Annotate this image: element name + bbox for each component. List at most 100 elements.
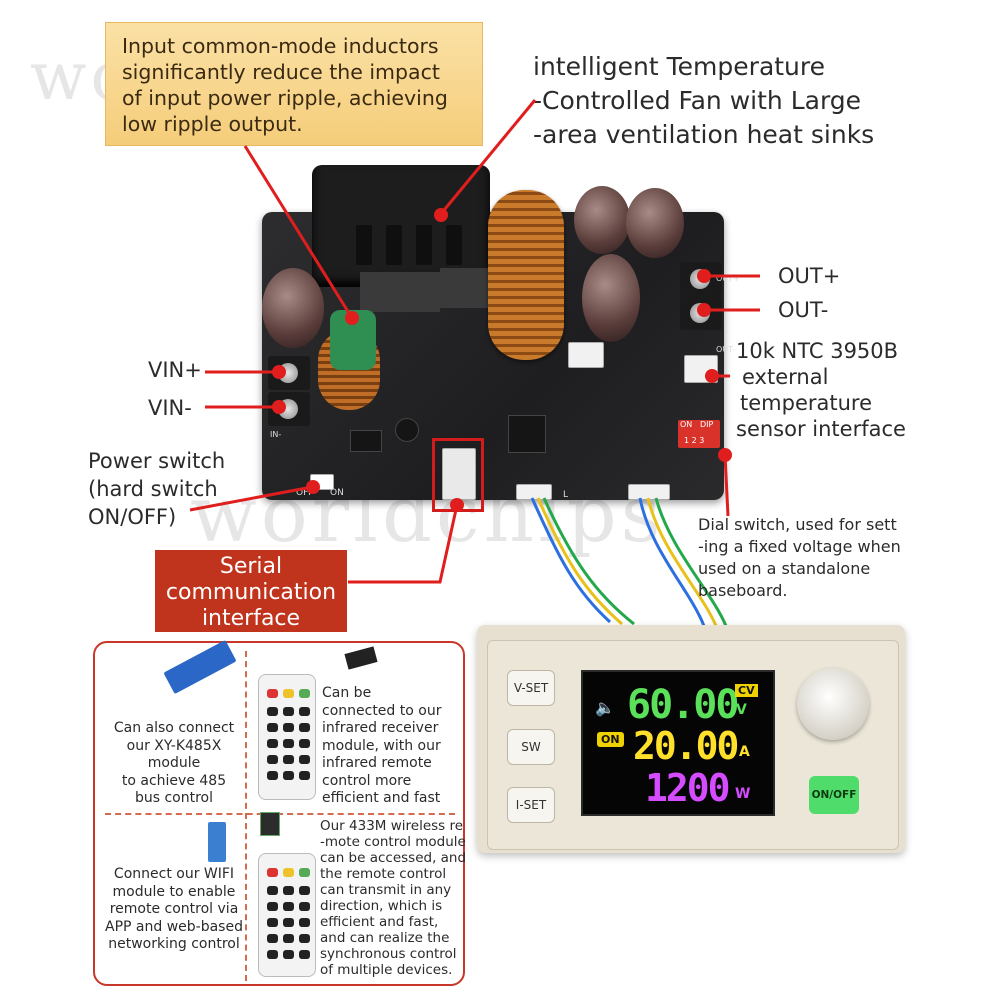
ir-remote-image [258, 674, 316, 800]
fan-fin [386, 225, 402, 265]
k485-line-3: to achieve 485 [121, 772, 227, 789]
k485-text: Can also connect our XY-K485X module to … [100, 720, 248, 808]
dial-switch-line-1: Dial switch, used for sett [698, 515, 897, 534]
dot-vin-plus [272, 365, 286, 379]
dip-label: DIP [700, 420, 714, 429]
power-switch-line-3: ON/OFF) [88, 505, 177, 529]
fan-fin [416, 225, 432, 265]
k485-line-1: Can also connect [113, 720, 235, 736]
inductor-callout-line-1: Input common-mode inductors [122, 34, 439, 58]
v-set-button[interactable]: V-SET [507, 670, 555, 706]
on-label: ON [330, 488, 344, 498]
fan-callout-line-1: intelligent Temperature [533, 52, 826, 81]
dip-numbers: 1 2 3 [684, 436, 705, 445]
capacitor [626, 188, 684, 258]
toroid-inductor [488, 190, 564, 360]
ntc-line-4: sensor interface [736, 417, 906, 441]
sw-button[interactable]: SW [507, 729, 555, 765]
wifi-text: Connect our WIFI module to enable remote… [100, 866, 248, 954]
fan-connector [568, 342, 604, 368]
current-readout: 20.00 [633, 724, 739, 768]
lcd-display: 🔈 60.00 CV V ON 20.00 A 1200 W [581, 670, 775, 816]
dot-out-minus [697, 303, 711, 317]
l-label: L [563, 490, 569, 500]
wireless433-line-10: of multiple devices. [320, 962, 453, 978]
wireless433-line-2: -mote control module [320, 834, 466, 850]
on-badge: ON [597, 732, 624, 747]
wireless433-line-9: synchronous control [320, 946, 457, 962]
infrared-line-2: connected to our [322, 702, 442, 719]
dial-switch-line-2: -ing a fixed voltage when [698, 537, 901, 556]
panel-divider-horizontal [105, 813, 455, 816]
dial-switch-line-4: baseboard. [698, 581, 788, 600]
wifi-module-image [208, 822, 226, 862]
wifi-line-2: module to enable [112, 883, 236, 900]
wireless433-line-1: Our 433M wireless re [320, 818, 464, 834]
fan-fin [356, 225, 372, 265]
ntc-line-3: temperature [740, 391, 872, 415]
serial-line-2: communication [165, 580, 337, 605]
cooling-fan [312, 165, 490, 287]
speaker-icon: 🔈 [595, 698, 615, 717]
out-plus-small: OUT+ [716, 274, 740, 283]
ntc-line-1: 10k NTC 3950B [736, 339, 899, 363]
wireless433-line-8: and can realize the [320, 930, 450, 946]
inductor-callout-line-2: significantly reduce the impact [122, 60, 440, 84]
capacitor [262, 268, 324, 348]
power-readout: 1200 [645, 766, 731, 810]
off-label: OFF [296, 488, 314, 498]
dot-dip [718, 448, 732, 462]
wifi-line-1: Connect our WIFI [113, 866, 235, 882]
vin-plus-label: VIN+ [148, 358, 202, 382]
power-switch-line-2: (hard switch [88, 477, 218, 501]
infrared-line-3: infrared receiver [322, 720, 439, 736]
out-plus-label: OUT+ [778, 264, 841, 288]
dip-switch [678, 420, 720, 448]
k485-line-4: bus control [134, 790, 214, 806]
onoff-button[interactable]: ON/OFF [809, 776, 859, 814]
infrared-text: Can be connected to our infrared receive… [322, 685, 441, 808]
inductor-callout: Input common-mode inductors significantl… [105, 22, 483, 146]
capacitor [574, 186, 630, 254]
433-remote-image [258, 853, 316, 977]
inductor-callout-line-4: low ripple output. [122, 112, 303, 136]
ntc-line-2: external [742, 365, 829, 389]
wireless433-line-4: the remote control [320, 866, 447, 882]
dot-ntc [705, 369, 719, 383]
wireless-433-module-image [260, 812, 280, 836]
dot-serial [450, 498, 464, 512]
dial-switch-label: Dial switch, used for sett -ing a fixed … [698, 514, 901, 602]
wifi-line-3: remote control via [109, 901, 239, 917]
dot-power-switch [306, 480, 320, 494]
dial-switch-line-3: used on a standalone [698, 559, 871, 578]
heatsink-left [360, 272, 440, 312]
voltage-readout: 60.00 [627, 682, 739, 728]
power-switch-label: Power switch (hard switch ON/OFF) [88, 447, 225, 531]
fan-fin [446, 225, 462, 265]
inductor-callout-line-3: of input power ripple, achieving [122, 86, 448, 110]
ic-chip [395, 418, 419, 442]
current-unit: A [739, 744, 750, 760]
heatsink-right [440, 268, 492, 308]
ic-chip [350, 430, 382, 452]
infrared-line-1: Can be [322, 685, 372, 701]
serial-interface-callout: Serial communication interface [155, 550, 347, 632]
fan-callout-line-2: -Controlled Fan with Large [533, 86, 862, 115]
wifi-line-5: networking control [108, 936, 240, 952]
serial-line-3: interface [201, 606, 301, 631]
dot-fan [434, 208, 448, 222]
wireless433-line-7: efficient and fast, [320, 914, 439, 930]
rotary-encoder-knob[interactable] [797, 668, 869, 740]
ntc-label: 10k NTC 3950B external temperature senso… [736, 338, 906, 442]
power-switch-line-1: Power switch [88, 449, 226, 473]
dip-on-label: ON [680, 420, 693, 429]
microcontroller-chip [508, 415, 546, 453]
cv-badge: CV [735, 684, 758, 697]
out-minus-small: OUT- [716, 345, 736, 354]
out-minus-label: OUT- [778, 298, 829, 322]
vin-minus-label: VIN- [148, 396, 192, 420]
panel-divider-vertical [245, 651, 248, 981]
i-set-button[interactable]: I-SET [507, 787, 555, 823]
fan-callout-line-3: -area ventilation heat sinks [533, 120, 875, 149]
capacitor [582, 254, 640, 342]
